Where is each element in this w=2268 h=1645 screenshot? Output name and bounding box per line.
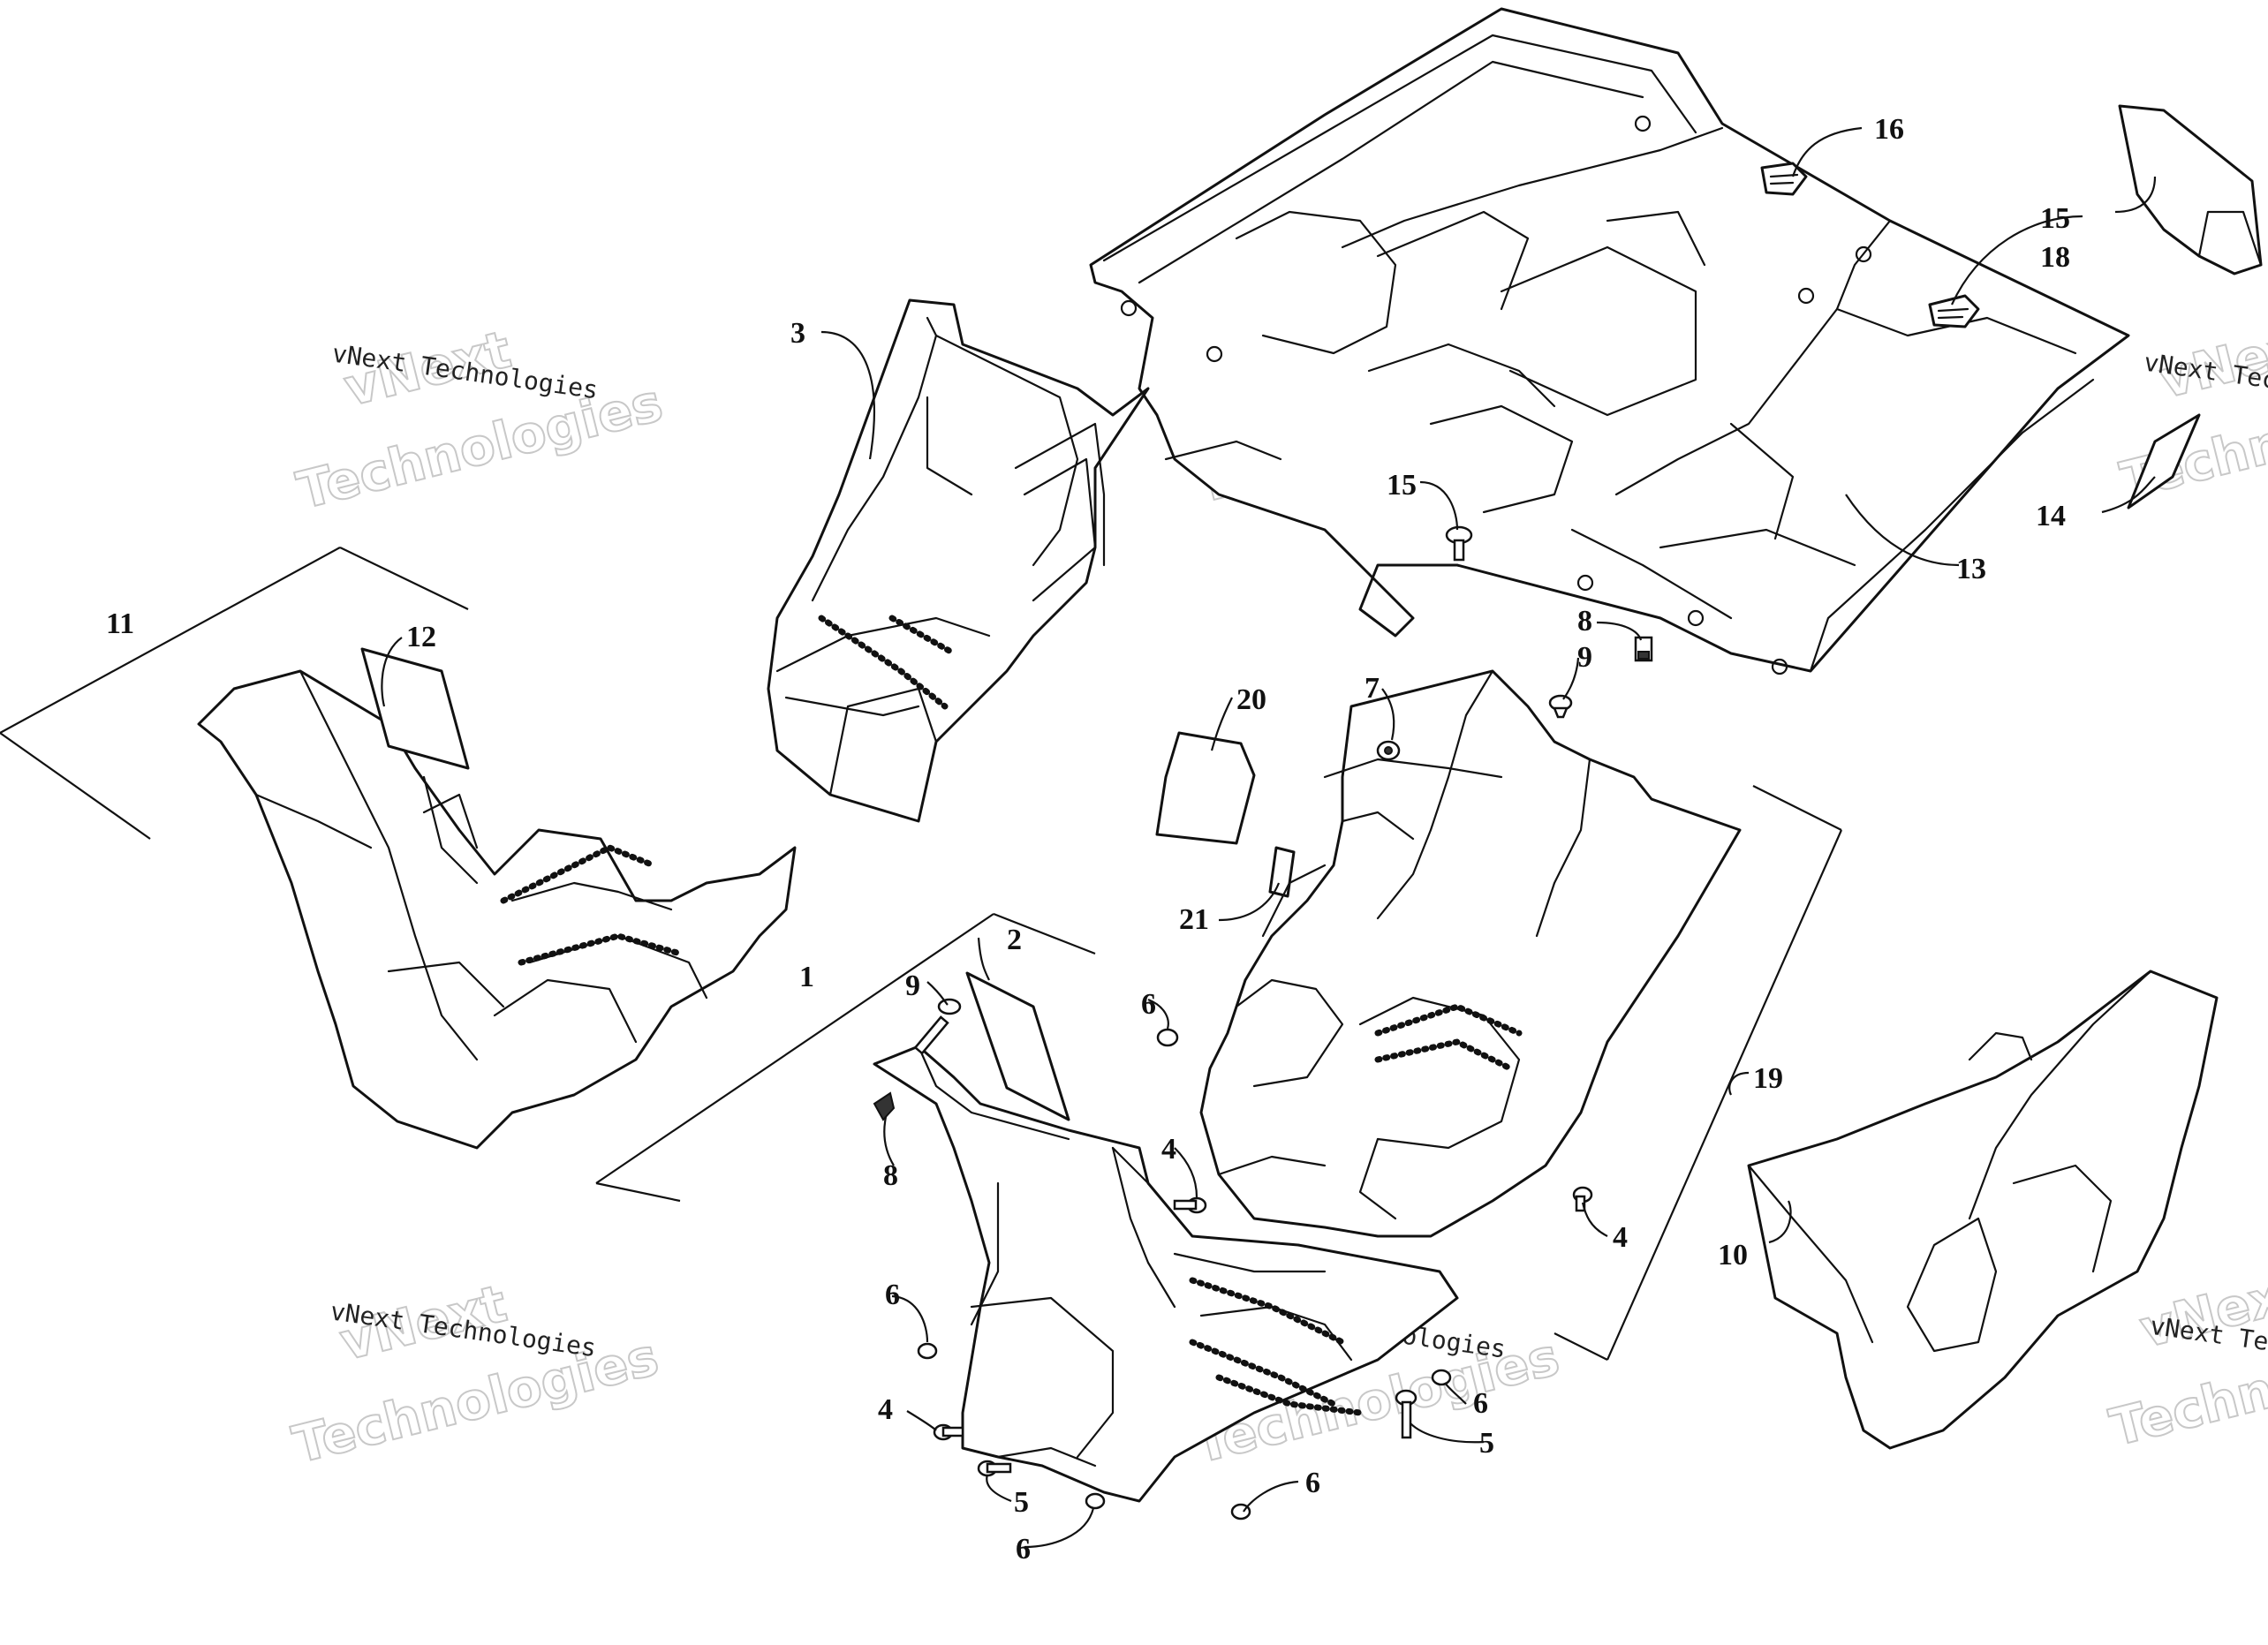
callout-21: 21	[1179, 903, 1209, 936]
screw-4-c	[933, 1423, 964, 1441]
left-rear-panel-part-3	[767, 298, 1150, 823]
callout-4-a: 4	[1161, 1133, 1176, 1166]
screw-9-lower	[913, 998, 962, 1055]
leader-lines	[381, 126, 2157, 1549]
callout-6-a: 6	[1141, 988, 1156, 1021]
callout-5-b: 5	[1014, 1486, 1029, 1519]
callout-8-upper: 8	[1577, 605, 1592, 638]
callout-1: 1	[799, 961, 814, 993]
clip-8-right	[1634, 636, 1653, 662]
screw-9-upper	[1548, 694, 1573, 719]
decal-part-2	[965, 971, 1070, 1121]
callout-17: 16	[1874, 113, 1904, 146]
callout-6-d: 6	[1305, 1467, 1320, 1499]
callout-4-c: 4	[878, 1393, 893, 1426]
callout-16: 15	[2040, 202, 2070, 235]
callout-10: 10	[1718, 1239, 1748, 1271]
callout-9-lower: 9	[905, 970, 920, 1002]
callout-2: 2	[1007, 924, 1022, 956]
nut-6-c	[1431, 1369, 1452, 1386]
screw-5-b	[977, 1460, 1012, 1477]
callout-7: 7	[1365, 672, 1380, 705]
callout-20: 20	[1236, 683, 1266, 716]
watermark-bottom-left: vNext Technologies	[286, 1272, 665, 1476]
callout-11: 11	[106, 607, 134, 640]
callout-14: 14	[2036, 500, 2066, 532]
screw-4-a	[1173, 1196, 1207, 1214]
callout-8-lower: 8	[883, 1159, 898, 1192]
screw-15	[1445, 525, 1473, 562]
decal-part-21	[1268, 846, 1296, 898]
nut-6-a	[1156, 1028, 1179, 1047]
clip-8-lower	[873, 1091, 896, 1121]
nut-7	[1376, 740, 1401, 761]
screw-4-b	[1572, 1186, 1593, 1212]
right-front-panel-part-10	[1747, 970, 2219, 1450]
callout-5-a: 5	[1479, 1427, 1494, 1460]
callout-9-upper: 9	[1577, 641, 1592, 674]
decal-part-12	[360, 647, 470, 770]
front-footwell-part-1	[873, 1045, 1459, 1503]
nut-6-d	[1085, 1492, 1106, 1510]
nut-6-b	[917, 1342, 938, 1360]
callout-labels: 16 15 18 14 13 15 8 9 7 3 11 12 20 21 2 …	[106, 113, 2070, 1566]
hardware	[873, 525, 1653, 1520]
watermark-top-left: vNext Technologies	[291, 318, 669, 522]
callout-15: 15	[1387, 469, 1417, 502]
watermark-top-right: vNext Technologies	[2114, 310, 2268, 511]
screw-5-a	[1395, 1389, 1418, 1439]
callout-3: 3	[790, 317, 805, 350]
callout-19: 19	[1753, 1062, 1783, 1095]
callout-6-e: 6	[1016, 1533, 1031, 1566]
callout-13: 13	[1956, 553, 1986, 585]
tail-lens-part-16	[2118, 104, 2263, 275]
reflector-part-14	[2127, 413, 2201, 509]
left-footwell-part-11	[197, 669, 797, 1150]
right-footwell-part-19	[1199, 669, 1742, 1238]
callout-6-c: 6	[1473, 1387, 1488, 1420]
decal-part-18	[1928, 294, 1980, 328]
callout-4-b: 4	[1613, 1221, 1628, 1254]
group-lines	[0, 547, 1843, 1361]
callout-18: 18	[2040, 241, 2070, 274]
callout-6-b: 6	[885, 1279, 900, 1311]
decal-part-20	[1155, 731, 1256, 845]
callout-12: 12	[406, 621, 436, 653]
